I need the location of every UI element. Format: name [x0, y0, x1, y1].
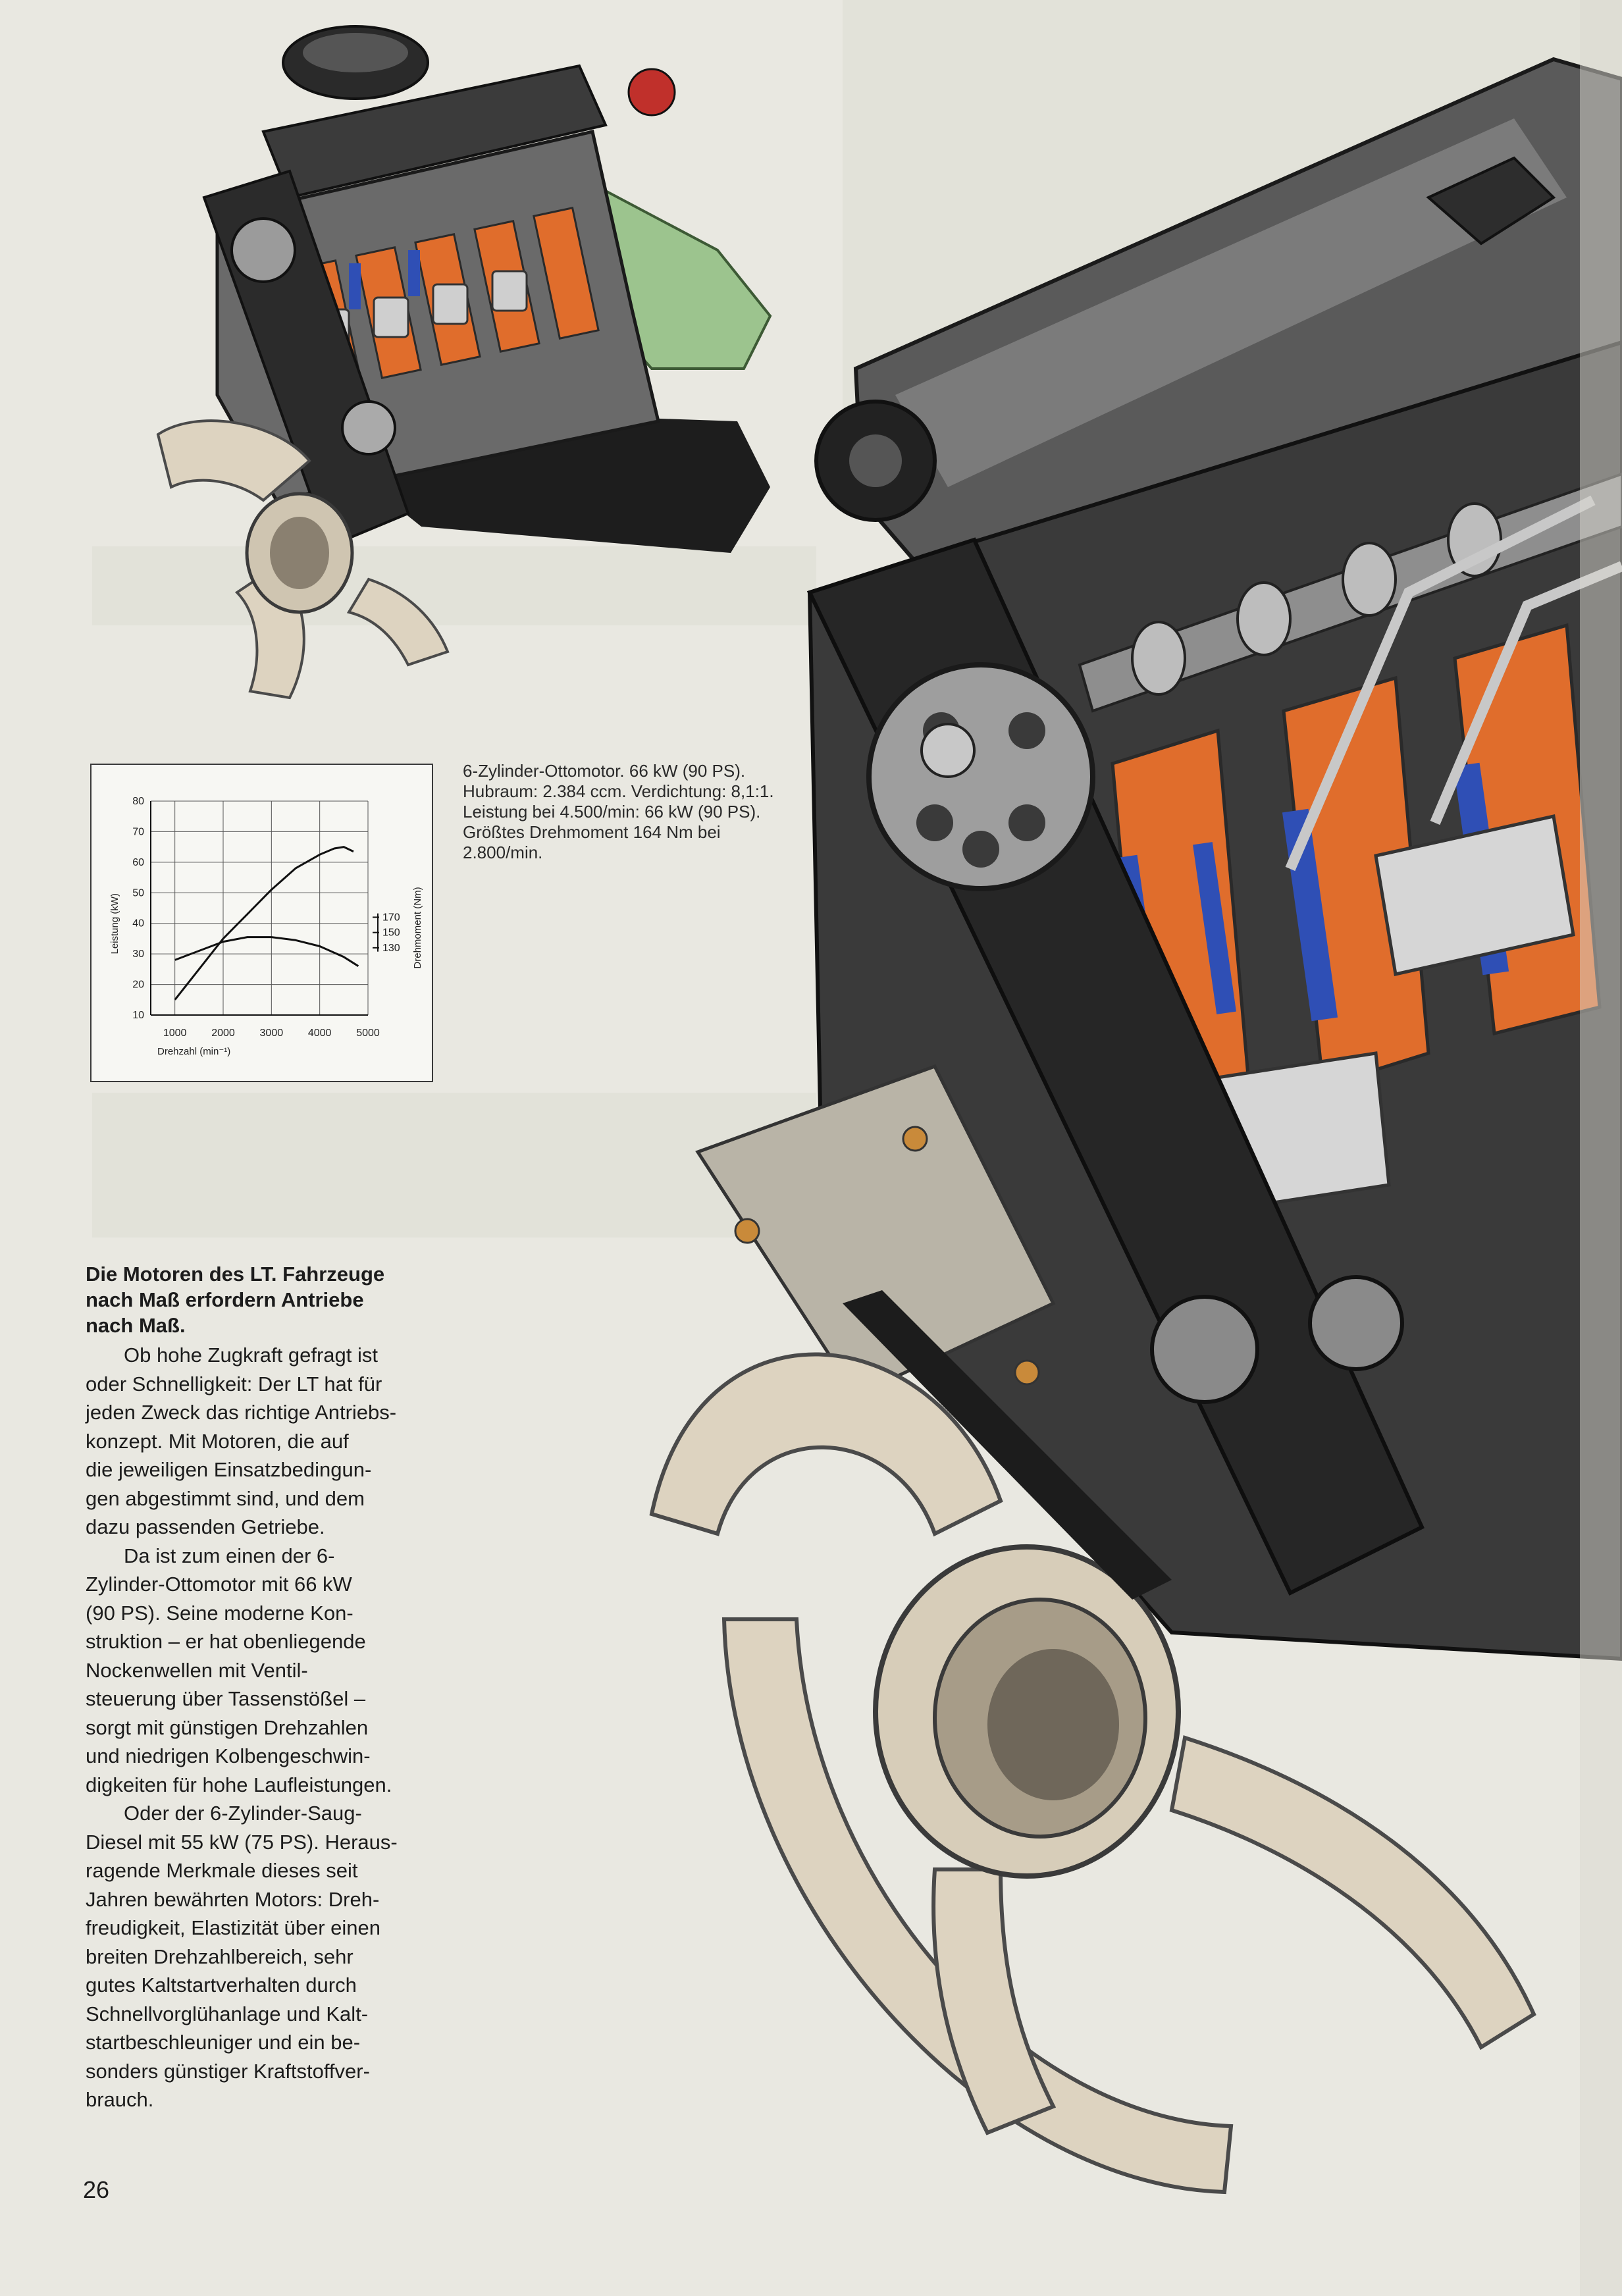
headline-line: Die Motoren des LT. Fahrzeuge: [86, 1263, 385, 1286]
body-line: die jeweiligen Einsatzbedingun-: [86, 1458, 372, 1481]
body-line: Schnellvorglühanlage und Kalt-: [86, 2002, 369, 2025]
y2-axis-label: Drehmoment (Nm): [412, 887, 423, 968]
body-line: ragende Merkmale dieses seit: [86, 1859, 358, 1882]
x-tick-label: 3000: [260, 1028, 284, 1039]
body-line: startbeschleuniger und ein be-: [86, 2031, 361, 2054]
body-line: Da ist zum einen der 6-: [124, 1544, 335, 1567]
x-tick-label: 5000: [356, 1028, 380, 1039]
body-line: konzept. Mit Motoren, die auf: [86, 1429, 349, 1453]
y2-tick-label: 170: [382, 912, 400, 923]
show-through-block: [92, 1093, 816, 1238]
caption-line: Größtes Drehmoment 164 Nm bei: [463, 822, 721, 842]
y2-tick-label: 130: [382, 943, 400, 954]
body-line: Diesel mit 55 kW (75 PS). Heraus-: [86, 1830, 398, 1854]
article-body: Ob hohe Zugkraft gefragt ist oder Schnel…: [86, 1341, 441, 2114]
body-line: und niedrigen Kolbengeschwin-: [86, 1744, 371, 1767]
y-tick-label: 30: [132, 949, 144, 960]
chart-svg: 10 20 30 40 50 60 70 80 1000 2000 3000 4000 5000 130 1…: [109, 796, 423, 1057]
y-tick-label: 60: [132, 857, 144, 868]
y2-tick-label: 150: [382, 927, 400, 939]
caption-line: 6-Zylinder-Ottomotor. 66 kW (90 PS).: [463, 761, 746, 781]
body-line: Zylinder-Ottomotor mit 66 kW: [86, 1573, 352, 1596]
y-tick-label: 80: [132, 796, 144, 807]
y-tick-label: 70: [132, 826, 144, 837]
body-line: oder Schnelligkeit: Der LT hat für: [86, 1372, 382, 1396]
performance-chart: 10 20 30 40 50 60 70 80 1000 2000 3000 4000 5000 130 1…: [90, 764, 433, 1082]
body-line: struktion – er hat obenliegende: [86, 1630, 366, 1653]
body-line: Ob hohe Zugkraft gefragt ist: [124, 1344, 378, 1367]
body-line: digkeiten für hohe Laufleistungen.: [86, 1773, 392, 1796]
y-tick-label: 20: [132, 979, 144, 991]
body-line: sorgt mit günstigen Drehzahlen: [86, 1715, 369, 1739]
x-axis-label: Drehzahl (min⁻¹): [157, 1046, 230, 1057]
article: Die Motoren des LT. Fahrzeuge nach Maß e…: [86, 1261, 441, 2114]
headline-line: nach Maß.: [86, 1314, 186, 1337]
y-tick-label: 40: [132, 918, 144, 929]
body-line: jeden Zweck das richtige Antriebs-: [86, 1401, 397, 1424]
page-number: 26: [83, 2176, 110, 2203]
x-tick-label: 4000: [308, 1028, 332, 1039]
body-line: Jahren bewährten Motors: Dreh-: [86, 1887, 380, 1911]
body-line: brauch.: [86, 2088, 154, 2111]
article-headline: Die Motoren des LT. Fahrzeuge nach Maß e…: [86, 1261, 441, 1338]
body-line: Nockenwellen mit Ventil-: [86, 1658, 308, 1682]
x-tick-label: 2000: [211, 1028, 235, 1039]
caption-line: 2.800/min.: [463, 843, 543, 862]
series-line-1: [174, 846, 354, 1001]
y-tick-label: 50: [132, 887, 144, 899]
body-line: sonders günstiger Kraftstoffver-: [86, 2059, 370, 2083]
headline-line: nach Maß erfordern Antriebe: [86, 1288, 364, 1311]
body-line: Oder der 6-Zylinder-Saug-: [124, 1802, 362, 1825]
body-line: (90 PS). Seine moderne Kon-: [86, 1601, 353, 1625]
body-line: dazu passenden Getriebe.: [86, 1515, 325, 1538]
engine-caption: 6-Zylinder-Ottomotor. 66 kW (90 PS). Hub…: [463, 761, 831, 863]
body-line: breiten Drehzahlbereich, sehr: [86, 1944, 353, 1968]
show-through-block: [92, 546, 816, 625]
series-line-2: [174, 936, 359, 967]
caption-line: Hubraum: 2.384 ccm. Verdichtung: 8,1:1.: [463, 781, 774, 801]
y-axis-label: Leistung (kW): [109, 893, 120, 954]
x-tick-label: 1000: [163, 1028, 187, 1039]
body-line: steuerung über Tassenstößel –: [86, 1687, 366, 1710]
y-tick-label: 10: [132, 1010, 144, 1021]
caption-line: Leistung bei 4.500/min: 66 kW (90 PS).: [463, 802, 761, 822]
body-line: freudigkeit, Elastizität über einen: [86, 1916, 381, 1939]
small-engine-illustration: [156, 25, 772, 700]
body-line: gen abgestimmt sind, und dem: [86, 1486, 365, 1510]
body-line: gutes Kaltstartverhalten durch: [86, 1973, 357, 1996]
